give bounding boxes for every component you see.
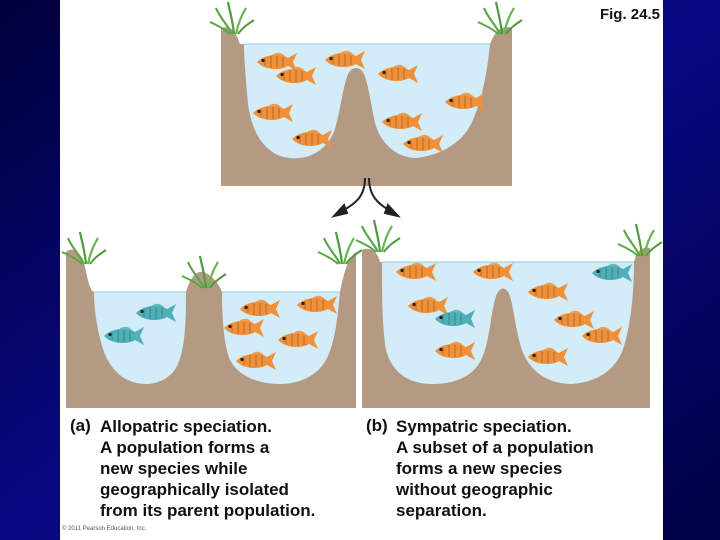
grass-icon xyxy=(354,218,402,254)
split-arrow-icon xyxy=(331,177,401,218)
caption-a-line: new species while xyxy=(100,459,248,478)
grass-icon xyxy=(208,0,256,36)
caption-b-line: without geographic xyxy=(396,480,553,499)
caption-a-line: A population forms a xyxy=(100,438,270,457)
caption-b-title: Sympatric speciation. xyxy=(396,417,572,436)
figure-label: Fig. 24.5 xyxy=(599,6,660,23)
pond-a-allopatric xyxy=(60,230,364,408)
caption-a-line: geographically isolated xyxy=(100,480,289,499)
caption-a-title: Allopatric speciation. xyxy=(100,417,272,436)
caption-a-tag: (a) xyxy=(70,416,91,435)
caption-b-line: separation. xyxy=(396,501,487,520)
caption-b-line: forms a new species xyxy=(396,459,563,478)
copyright-notice: © 2011 Pearson Education, Inc. xyxy=(62,526,147,532)
caption-a-line: from its parent population. xyxy=(100,501,316,520)
caption-b-line: A subset of a population xyxy=(396,438,594,457)
caption-b-tag: (b) xyxy=(366,416,388,435)
pond-b-sympatric xyxy=(354,218,664,408)
parent-pond xyxy=(208,0,524,186)
